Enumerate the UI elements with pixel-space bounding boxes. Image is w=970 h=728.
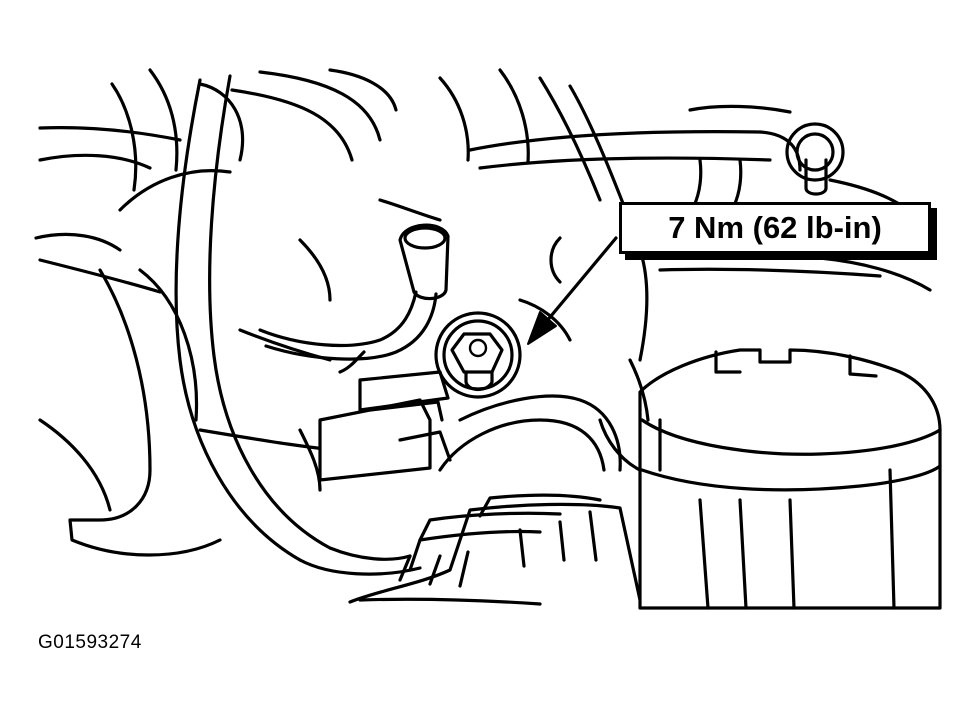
diagonal-cable [174, 74, 422, 576]
mounting-bracket [318, 350, 452, 482]
left-panels [38, 258, 362, 557]
torque-callout-box: 7 Nm (62 lb-in) [619, 202, 931, 254]
mounting-bolt [434, 311, 522, 399]
lower-hose [438, 236, 622, 472]
ribbed-tube [348, 493, 642, 606]
misc-lines [298, 198, 650, 492]
torque-spec-label: 7 Nm (62 lb-in) [668, 210, 882, 245]
sensor-connector [258, 223, 450, 361]
figure-id-label: G01593274 [38, 632, 142, 653]
top-right-housing [438, 68, 802, 208]
top-right-fitting [785, 122, 845, 196]
callout-arrow [527, 236, 618, 345]
cylindrical-reservoir [638, 348, 942, 610]
